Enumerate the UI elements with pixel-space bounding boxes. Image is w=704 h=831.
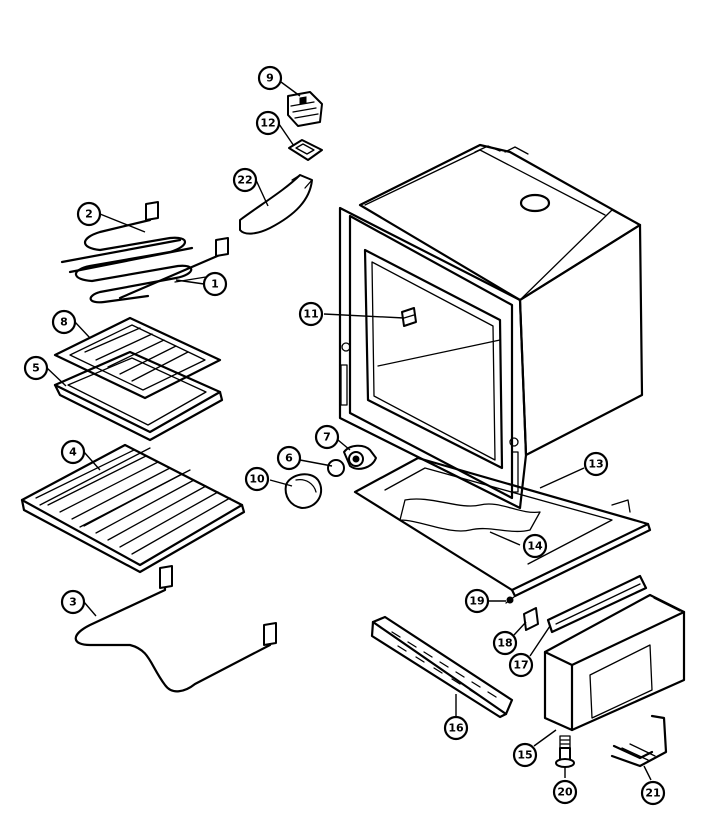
part-8-broiler-grid — [53, 316, 222, 400]
callout-label: 11 — [303, 308, 318, 321]
callout-21: 21 — [640, 780, 666, 806]
part-11-sensor — [401, 307, 417, 327]
callout-label: 9 — [266, 72, 274, 85]
callout-label: 18 — [497, 637, 512, 650]
leader-lines — [46, 81, 652, 781]
callout-3: 3 — [60, 589, 86, 615]
callout-5: 5 — [23, 355, 49, 381]
part-3-bake-element — [74, 565, 277, 693]
callout-13: 13 — [583, 451, 609, 477]
part-9-terminal-block — [287, 91, 323, 127]
callout-label: 8 — [60, 316, 68, 329]
callout-label: 16 — [448, 722, 464, 735]
callout-9: 9 — [257, 65, 283, 91]
callout-label: 20 — [557, 786, 573, 799]
part-15-drawer-support — [543, 593, 686, 732]
callout-label: 12 — [260, 117, 275, 130]
part-17-drawer-rail — [546, 574, 648, 634]
oven-cavity — [338, 143, 644, 510]
part-5-broiler-pan — [53, 350, 224, 442]
callout-15: 15 — [512, 742, 538, 768]
callout-label: 14 — [527, 540, 543, 553]
callout-label: 7 — [323, 431, 331, 444]
part-20-leveling-leg — [555, 735, 575, 768]
part-22-heat-shield — [239, 174, 313, 235]
callout-label: 17 — [513, 659, 528, 672]
callout-label: 15 — [517, 749, 532, 762]
part-4-oven-rack — [20, 443, 246, 574]
callout-label: 10 — [249, 473, 265, 486]
callout-17: 17 — [508, 652, 534, 678]
part-16-kick-panel — [370, 615, 514, 719]
light-assembly — [284, 444, 377, 509]
callout-14: 14 — [522, 533, 548, 559]
part-13-oven-bottom — [353, 456, 652, 598]
callout-20: 20 — [552, 779, 578, 805]
callout-label: 2 — [85, 208, 93, 221]
callout-label: 6 — [285, 452, 293, 465]
callout-label: 1 — [211, 278, 219, 291]
part-2-broil-element — [60, 201, 229, 304]
callout-1: 1 — [202, 271, 228, 297]
callout-8: 8 — [51, 309, 77, 335]
callout-label: 22 — [237, 174, 252, 187]
callout-7: 7 — [314, 424, 340, 450]
clip-and-screw — [505, 596, 539, 631]
callout-11: 11 — [298, 301, 324, 327]
callout-label: 4 — [69, 446, 77, 459]
callout-6: 6 — [276, 445, 302, 471]
callout-label: 21 — [645, 787, 660, 800]
part-21-anti-tip-bracket — [610, 714, 668, 768]
callout-2: 2 — [76, 201, 102, 227]
part-14-insulation — [399, 498, 541, 533]
part-12-bracket — [288, 139, 323, 161]
callouts: 9 12 22 2 1 8 5 4 3 11 7 6 10 13 14 19 1… — [23, 65, 666, 806]
callout-18: 18 — [492, 630, 518, 656]
callout-22: 22 — [232, 167, 258, 193]
callout-label: 5 — [32, 362, 40, 375]
callout-12: 12 — [255, 110, 281, 136]
callout-label: 19 — [469, 595, 484, 608]
callout-19: 19 — [464, 588, 490, 614]
callout-10: 10 — [244, 466, 270, 492]
callout-4: 4 — [60, 439, 86, 465]
callout-16: 16 — [443, 715, 469, 741]
callout-label: 13 — [588, 458, 603, 471]
callout-label: 3 — [69, 596, 77, 609]
